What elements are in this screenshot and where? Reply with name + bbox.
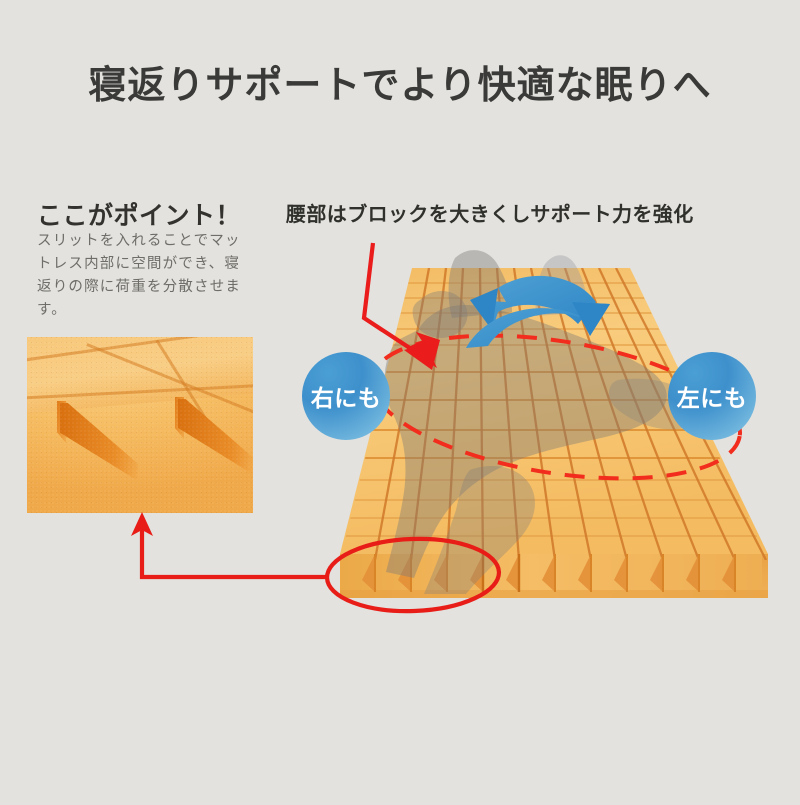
roll-arrow-right	[466, 302, 610, 348]
point-body-text: スリットを入れることでマットレス内部に空間ができ、寝返りの際に荷重を分散させます…	[37, 233, 242, 318]
bubble-right-side: 右にも	[302, 352, 390, 440]
mattress-top-face	[340, 268, 768, 554]
page-title: 寝返りサポートでより快適な眠りへ	[88, 65, 712, 107]
foam-slit-closeup-photo	[27, 337, 253, 513]
lumbar-support-caption: 腰部はブロックを大きくしサポート力を強化	[286, 204, 694, 226]
point-heading: ここがポイント！	[37, 202, 242, 230]
lumbar-pointer-arrow	[361, 242, 440, 370]
bubble-left-side: 左にも	[668, 352, 756, 440]
slit-zoom-ellipse	[324, 536, 502, 614]
mattress-front-notches	[362, 554, 736, 592]
photo-link-arrow	[131, 512, 327, 580]
photo-foam-texture	[27, 337, 253, 513]
roll-arrow-left	[470, 275, 596, 330]
mattress-side-face	[762, 550, 768, 598]
